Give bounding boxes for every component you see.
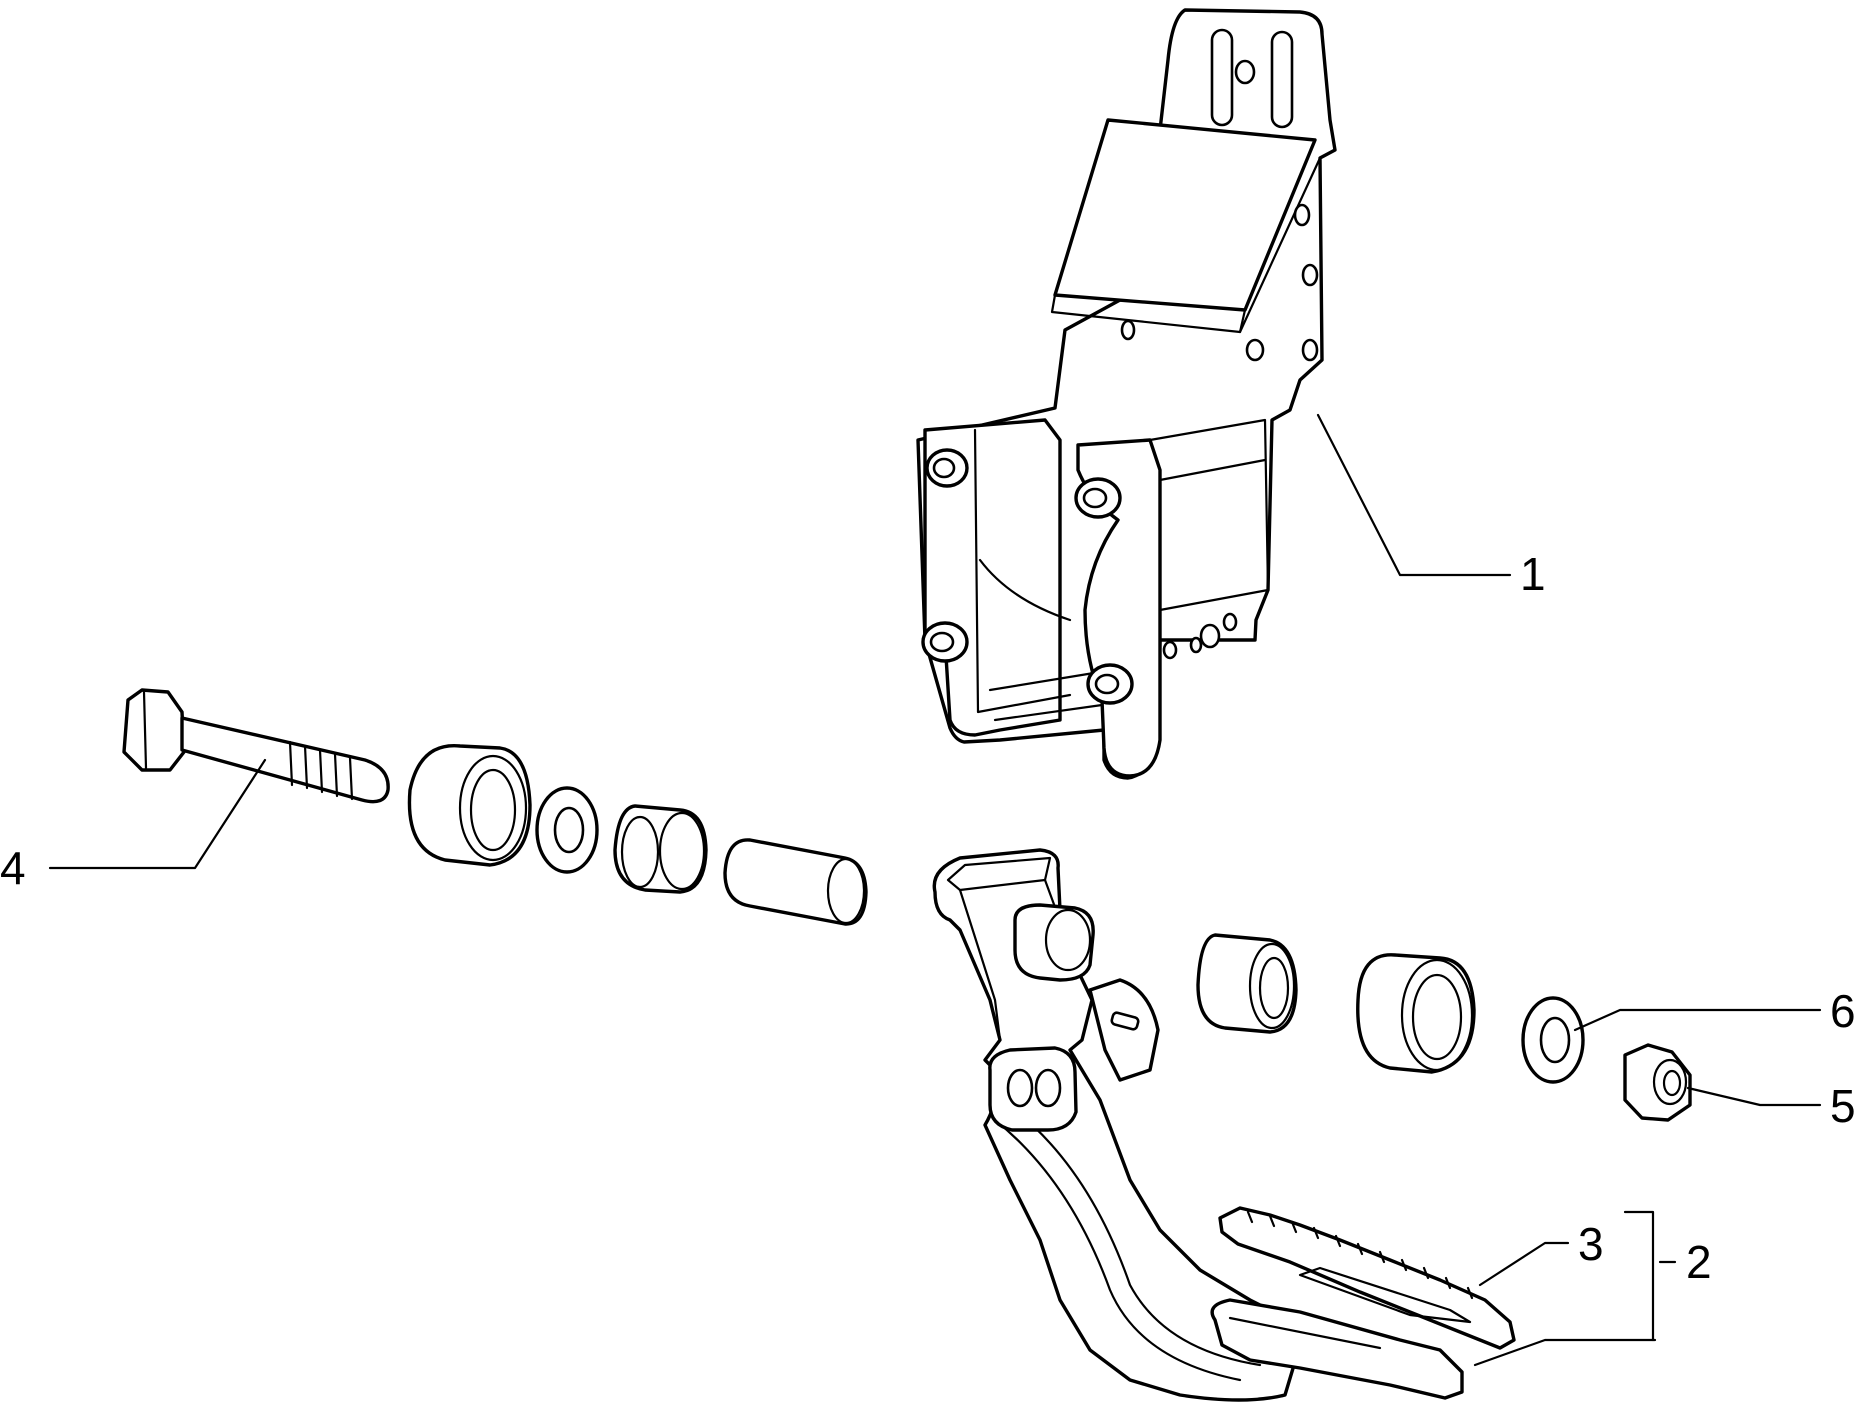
spacer-ring-right (1356, 953, 1476, 1074)
leader-1 (1316, 413, 1512, 577)
leader-lines (48, 413, 1822, 1367)
flanged-bushing-right (1196, 933, 1298, 1034)
pedal-bracket (916, 8, 1337, 780)
tube-sleeve (723, 838, 868, 926)
leader-5 (1686, 1086, 1822, 1107)
hex-bolt (122, 688, 390, 804)
washer-right (1521, 996, 1585, 1084)
callout-1: 1 (1520, 548, 1546, 600)
bracket-2 (1623, 1210, 1655, 1342)
pedal-plate (1210, 1298, 1464, 1400)
callout-2: 2 (1686, 1236, 1712, 1288)
callout-5: 5 (1830, 1080, 1856, 1132)
washer-left (535, 786, 599, 874)
flanged-bushing-left (613, 804, 708, 894)
pedal-arm (932, 848, 1302, 1402)
lock-nut (1623, 1043, 1692, 1122)
pedal-pad-rubber (1218, 1206, 1516, 1350)
leader-6 (1573, 1008, 1822, 1032)
callout-3: 3 (1578, 1218, 1604, 1270)
spacer-ring (407, 744, 532, 867)
callout-labels: 1 2 3 4 5 6 (0, 548, 1856, 1288)
callout-4: 4 (0, 842, 26, 894)
leader-4 (48, 758, 267, 870)
leader-3 (1478, 1241, 1570, 1287)
callout-6: 6 (1830, 985, 1856, 1037)
